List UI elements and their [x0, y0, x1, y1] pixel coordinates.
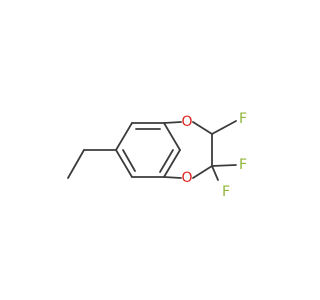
- bond-c8-f3: [211, 165, 219, 181]
- bond-c2-o1: [163, 121, 182, 124]
- molecule-structure-svg: O O F F F: [67, 111, 247, 200]
- fluorine-atom-label-1: F: [239, 111, 247, 127]
- bond-c3-c4: [163, 149, 181, 178]
- fluorine-atom-label-3: F: [222, 184, 230, 200]
- bond-c6-c1: [115, 122, 133, 151]
- bond-c5-c6-inner: [122, 149, 136, 172]
- oxygen-atom-label-1: O: [181, 114, 192, 130]
- bond-c7-f1: [211, 120, 237, 135]
- bond-c2-c3: [163, 122, 181, 151]
- atom-labels: O O F F F: [181, 111, 247, 200]
- bond-c5-c6: [115, 149, 133, 178]
- bond-c8-o2: [192, 165, 213, 179]
- bond-c8-f2: [211, 164, 237, 167]
- bond-o2-c4: [163, 176, 182, 179]
- fluorine-atom-label-2: F: [239, 157, 247, 173]
- bond-o1-c7: [192, 121, 213, 135]
- bond-methyl-end: [67, 149, 85, 179]
- bonds: [67, 120, 237, 181]
- oxygen-atom-label-2: O: [181, 170, 192, 186]
- bond-c3-c4-inner: [159, 149, 174, 173]
- molecule-structure-canvas: O O F F F: [67, 111, 248, 200]
